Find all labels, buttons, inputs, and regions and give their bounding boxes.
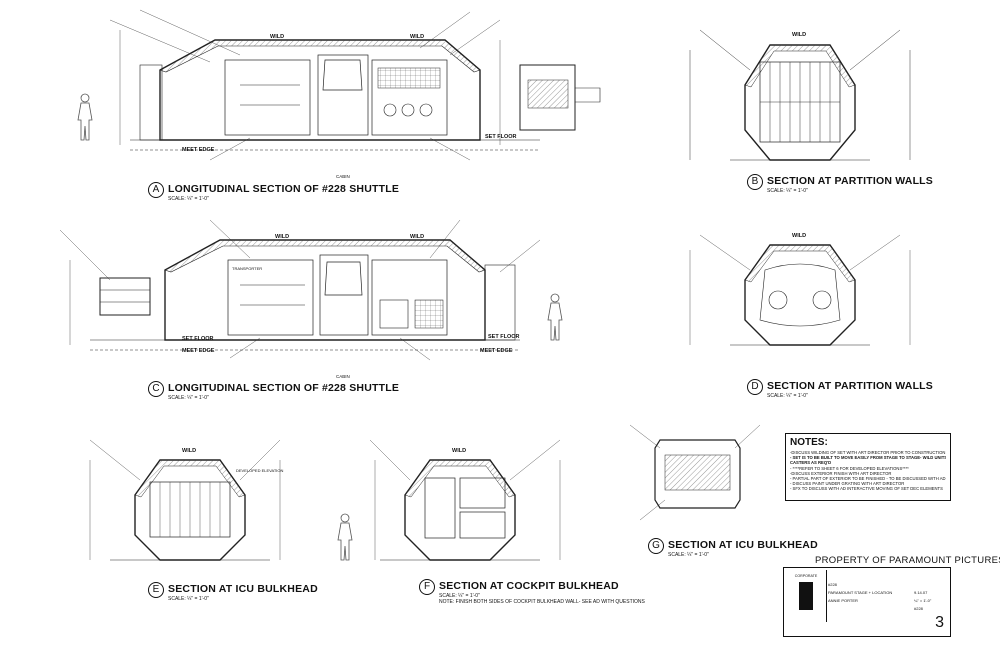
section-d-scale: SCALE: ¼" = 1'-0": [767, 393, 808, 399]
b-wild-label: WILD: [792, 32, 806, 38]
c-cabin-label: CABIN: [336, 374, 350, 379]
a-set-floor-label: SET FLOOR: [485, 134, 517, 140]
logo-text: CORPORATE: [794, 574, 818, 578]
c-set-floor-label-left: SET FLOOR: [182, 336, 214, 342]
section-e-title: SECTION AT ICU BULKHEAD: [168, 583, 318, 595]
section-b-scale: SCALE: ¼" = 1'-0": [767, 188, 808, 194]
set-no: #228: [914, 606, 923, 611]
a-meet-edge-label: MEET EDGE: [182, 147, 215, 153]
section-g-drawing: [629, 424, 761, 521]
section-e-drawing: [89, 439, 281, 561]
note-line: - SFX TO DISCUSS WITH AD INTERACTIVE MOV…: [790, 486, 943, 492]
section-g-scale: SCALE: ¼" = 1'-0": [668, 552, 709, 558]
section-b-drawing: [689, 29, 911, 161]
note-line: - SET IS TO BE BUILT TO MOVE EASILY FROM…: [790, 455, 946, 461]
note-line: - ****REFER TO SHEET 6 FOR DEVELOPED ELE…: [790, 465, 909, 471]
section-a-drawing: [77, 9, 601, 161]
a-cabin-label: CABIN: [336, 174, 350, 179]
section-c-drawing: [59, 219, 563, 361]
note-line: -DISCUSS EXTERIOR FINISH WITH ART DIRECT…: [790, 470, 892, 476]
note-line: -DISCUSS WILDING OF SET WITH ART DIRECTO…: [790, 450, 946, 455]
a-wild-label-2: WILD: [410, 34, 424, 40]
section-a-title: LONGITUDINAL SECTION OF #228 SHUTTLE: [168, 183, 400, 195]
corporate-logo: CORPORATE: [786, 570, 827, 622]
section-f-scale: SCALE: ¼" = 1'-0": [439, 593, 480, 599]
location: PARAMOUNT STAGE + LOCATION: [828, 590, 893, 595]
sheet-number: 3: [935, 614, 944, 631]
section-c-scale: SCALE: ¼" = 1'-0": [168, 395, 209, 401]
section-f-title: SECTION AT COCKPIT BULKHEAD: [439, 580, 619, 592]
notes-panel: NOTES: -DISCUSS WILDING OF SET WITH ART …: [785, 433, 951, 501]
set-number: #228: [828, 582, 837, 587]
c-meet-edge-label: MEET EDGE: [480, 348, 513, 354]
note-line: - PARTIAL PART OF EXTERIOR TO BE FINISHE…: [790, 476, 946, 482]
a-wild-label: WILD: [270, 34, 284, 40]
section-g-marker: G: [648, 538, 664, 554]
f-wild-label: WILD: [452, 448, 466, 454]
section-e-scale: SCALE: ¼" = 1'-0": [168, 596, 209, 602]
drawn-by: ANNIE PORTER: [828, 598, 858, 603]
section-f-note: NOTE: FINISH BOTH SIDES OF COCKPIT BULKH…: [439, 599, 645, 605]
note-line: CASTERS AS REQ'D: [790, 460, 832, 466]
section-d-title: SECTION AT PARTITION WALLS: [767, 380, 933, 392]
section-e-marker: E: [148, 582, 164, 598]
section-c-title: LONGITUDINAL SECTION OF #228 SHUTTLE: [168, 382, 400, 394]
section-f-marker: F: [419, 579, 435, 595]
d-wild-label: WILD: [792, 233, 806, 239]
c-meet-edge-label-left: MEET EDGE: [182, 348, 215, 354]
section-c-marker: C: [148, 381, 164, 397]
logo-mark-icon: [799, 582, 813, 610]
c-transporter-label: TRANSPORTER: [232, 266, 262, 271]
c-wild-label: WILD: [275, 234, 289, 240]
section-d-drawing: [689, 234, 911, 346]
property-label: PROPERTY OF PARAMOUNT PICTURES: [815, 555, 1000, 566]
date: 9.14.07: [914, 590, 928, 595]
section-f-drawing: [337, 439, 561, 561]
section-a-marker: A: [148, 182, 164, 198]
note-line: - DISCUSS PAINT UNDER GRATING WITH ART D…: [790, 481, 905, 487]
e-wild-label: WILD: [182, 448, 196, 454]
section-g-title: SECTION AT ICU BULKHEAD: [668, 539, 818, 551]
section-d-marker: D: [747, 379, 763, 395]
e-developed-elevation-label: DEVELOPED ELEVATION: [236, 468, 284, 473]
scale: ¼" = 1'-0": [914, 598, 932, 603]
section-a-scale: SCALE: ¼" = 1'-0": [168, 196, 209, 202]
section-b-marker: B: [747, 174, 763, 190]
title-block: CORPORATE #228 PARAMOUNT STAGE + LOCATIO…: [783, 567, 951, 637]
notes-heading: NOTES:: [790, 437, 828, 448]
c-set-floor-label: SET FLOOR: [488, 334, 520, 340]
c-wild-label-2: WILD: [410, 234, 424, 240]
section-b-title: SECTION AT PARTITION WALLS: [767, 175, 933, 187]
